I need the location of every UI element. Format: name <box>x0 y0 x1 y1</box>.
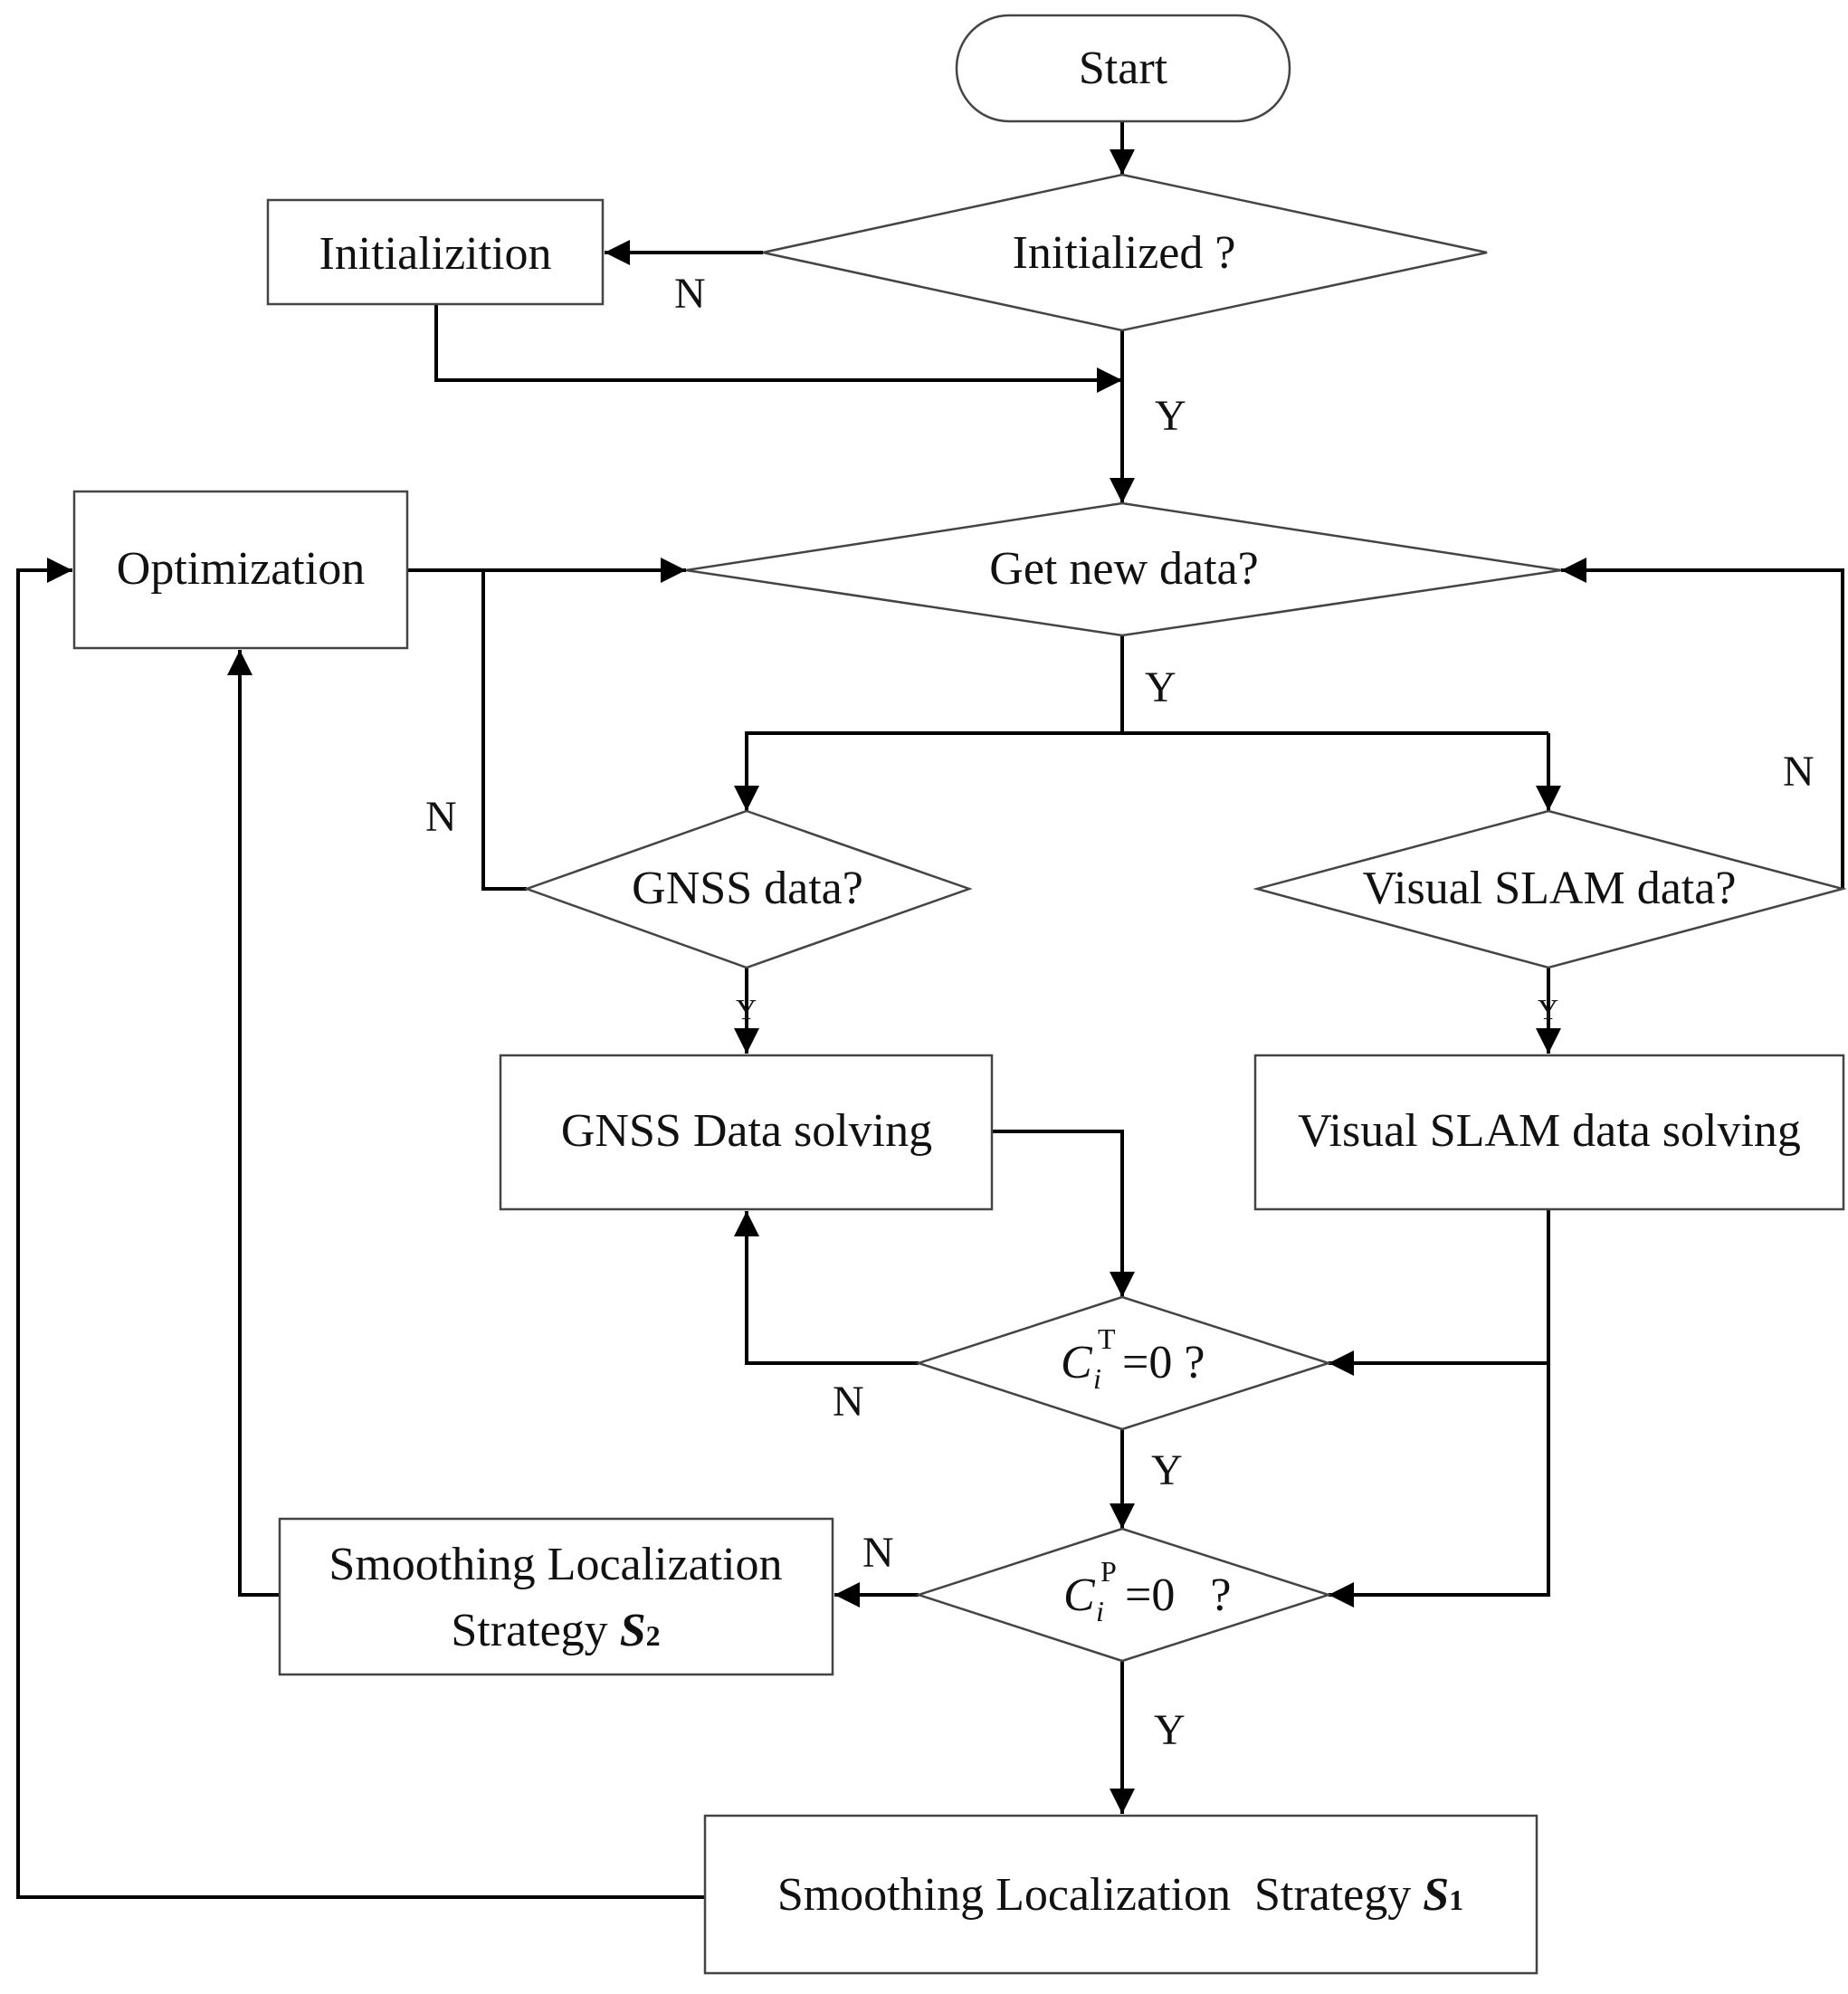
start-label: Start <box>1079 43 1168 94</box>
visual-slam-data-label: Visual SLAM data? <box>1363 863 1737 914</box>
label-gnss-yes: Y <box>736 993 757 1026</box>
ct-expression: C <box>1061 1337 1093 1388</box>
gnss-data-label: GNSS data? <box>632 863 863 914</box>
ct-superscript: T <box>1098 1322 1116 1355</box>
optimization-process: Optimization <box>72 490 409 650</box>
label-ct-yes: Y <box>1151 1446 1183 1494</box>
s1-strategy-process: Smoothing Localization Strategy S1 <box>703 1814 1538 1975</box>
ct-decision: C T i =0 ? <box>914 1295 1333 1431</box>
edge-visual-solving-to-ct <box>1329 1209 1550 1376</box>
ct-var: C <box>1061 1337 1093 1388</box>
label-cp-yes: Y <box>1154 1706 1186 1754</box>
edge-gnss-solving-to-ct <box>991 1130 1135 1297</box>
gnss-data-solving-process: GNSS Data solving <box>499 1054 994 1211</box>
edge-ct-no-to-gnss-solving <box>734 1211 919 1365</box>
cp-var: C <box>1063 1569 1096 1621</box>
edge-initializition-to-main <box>434 304 1122 393</box>
label-visual-yes: Y <box>1538 993 1558 1026</box>
edge-gnss-no-loop <box>481 570 527 891</box>
gnss-data-solving-label: GNSS Data solving <box>561 1105 932 1157</box>
edge-visual-solving-to-cp <box>1329 1363 1550 1608</box>
edge-s2-to-optimization <box>227 650 280 1597</box>
s1-prefix: Smoothing Localization Strategy <box>777 1869 1423 1921</box>
edge-visual-no-loop <box>1561 558 1844 889</box>
initialized-decision: Initialized ? <box>762 173 1488 332</box>
connectors <box>16 121 1844 1899</box>
label-new-data-yes: Y <box>1145 663 1176 711</box>
s2-line1: Smoothing Localization <box>329 1539 782 1590</box>
visual-slam-data-solving-process: Visual SLAM data solving <box>1253 1054 1845 1211</box>
get-new-data-decision: Get new data? <box>685 501 1562 637</box>
initializition-label: Initializition <box>319 228 551 280</box>
s2-line2: Strategy S2 <box>451 1605 660 1656</box>
s1-number: 1 <box>1449 1884 1463 1916</box>
optimization-label: Optimization <box>117 543 365 595</box>
cp-subscript: i <box>1096 1595 1104 1627</box>
gnss-data-decision: GNSS data? <box>523 809 973 969</box>
edge-to-gnss-data <box>734 731 1122 811</box>
label-ct-no: N <box>833 1378 864 1426</box>
cp-rest: =0 ? <box>1125 1569 1231 1621</box>
visual-slam-data-decision: Visual SLAM data? <box>1253 809 1847 969</box>
ct-rest: =0 ? <box>1122 1337 1205 1388</box>
s2-symbol: S <box>620 1605 646 1656</box>
edge-get-new-data-yes-split <box>1120 635 1548 735</box>
get-new-data-label: Get new data? <box>989 543 1258 595</box>
label-initialized-yes: Y <box>1155 392 1186 440</box>
edge-s1-to-optimization <box>16 558 705 1899</box>
initializition-process: Initializition <box>266 198 605 306</box>
s1-label: Smoothing Localization Strategy S1 <box>777 1869 1463 1921</box>
cp-superscript: P <box>1100 1555 1117 1588</box>
label-visual-no: N <box>1783 748 1815 796</box>
s2-strategy-process: Smoothing Localization Strategy S2 <box>278 1517 834 1676</box>
label-gnss-no: N <box>425 793 457 841</box>
label-cp-no: N <box>862 1529 894 1577</box>
cp-expression: C <box>1063 1569 1096 1621</box>
edge-labels: N Y Y N Y N Y N Y N Y <box>425 270 1815 1754</box>
start-node: Start <box>955 14 1291 123</box>
cp-decision: C P i =0 ? <box>914 1527 1333 1663</box>
s2-line2-prefix: Strategy <box>451 1605 619 1656</box>
initialized-label: Initialized ? <box>1013 227 1236 279</box>
s2-number: 2 <box>646 1619 661 1652</box>
label-initialized-no: N <box>674 270 706 318</box>
ct-subscript: i <box>1093 1362 1101 1395</box>
visual-slam-data-solving-label: Visual SLAM data solving <box>1298 1105 1801 1157</box>
s1-symbol: S <box>1423 1869 1449 1921</box>
